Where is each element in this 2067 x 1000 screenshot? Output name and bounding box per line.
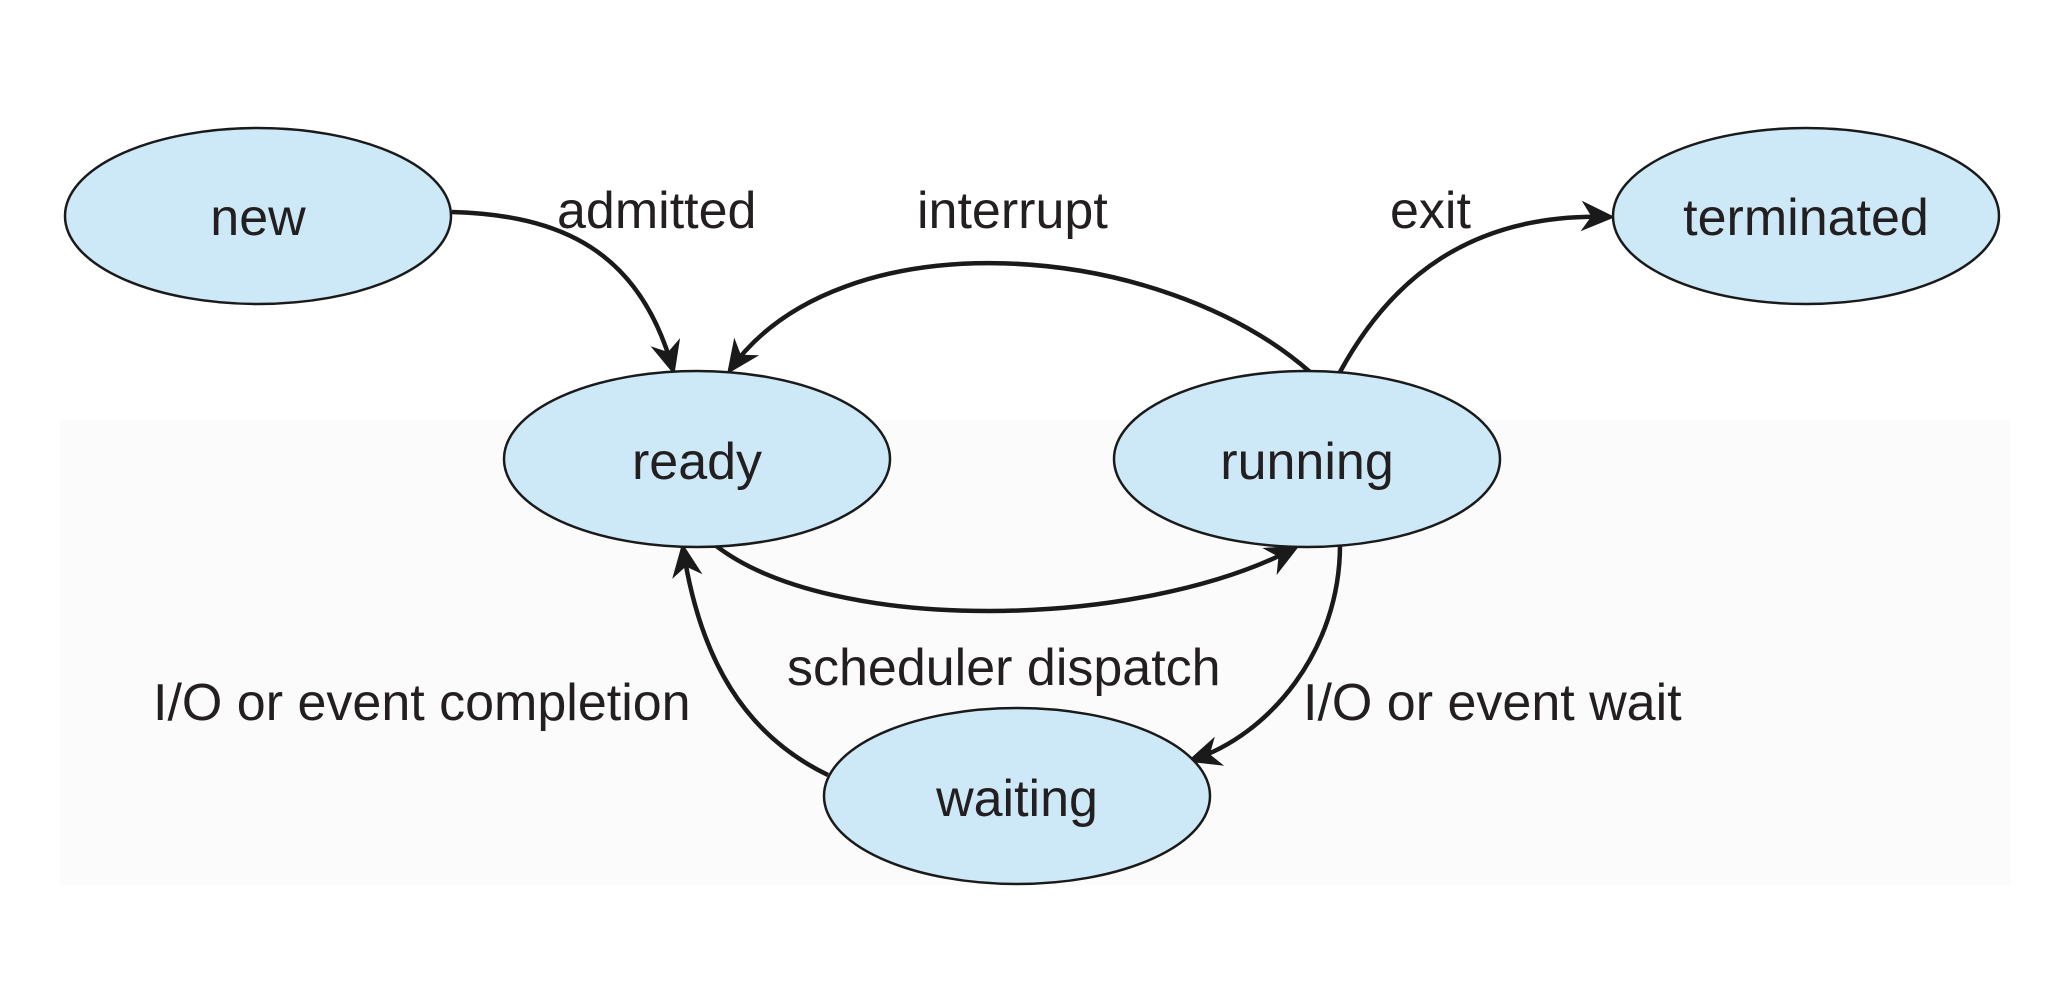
edge-admitted <box>451 209 681 375</box>
state-waiting-label: waiting <box>935 770 1098 828</box>
state-waiting: waiting <box>822 706 1212 886</box>
edge-interrupt <box>727 260 1312 375</box>
label-admitted: admitted <box>557 182 756 240</box>
state-new-label: new <box>210 189 306 247</box>
state-ready: ready <box>502 369 892 549</box>
label-exit: exit <box>1390 182 1471 240</box>
edge-exit <box>1338 200 1616 374</box>
label-io-event-completion: I/O or event completion <box>153 674 691 732</box>
edge-io-event-wait <box>1187 544 1343 766</box>
state-terminated: terminated <box>1611 126 2001 306</box>
state-ready-label: ready <box>632 433 762 491</box>
label-scheduler-dispatch: scheduler dispatch <box>787 639 1221 697</box>
label-interrupt: interrupt <box>917 182 1108 240</box>
state-new: new <box>63 126 453 306</box>
state-terminated-label: terminated <box>1683 189 1929 247</box>
state-running: running <box>1112 369 1502 549</box>
state-running-label: running <box>1220 433 1393 491</box>
edge-io-event-completion <box>672 542 829 778</box>
edge-scheduler-dispatch <box>713 543 1300 614</box>
label-io-event-wait: I/O or event wait <box>1303 674 1682 732</box>
